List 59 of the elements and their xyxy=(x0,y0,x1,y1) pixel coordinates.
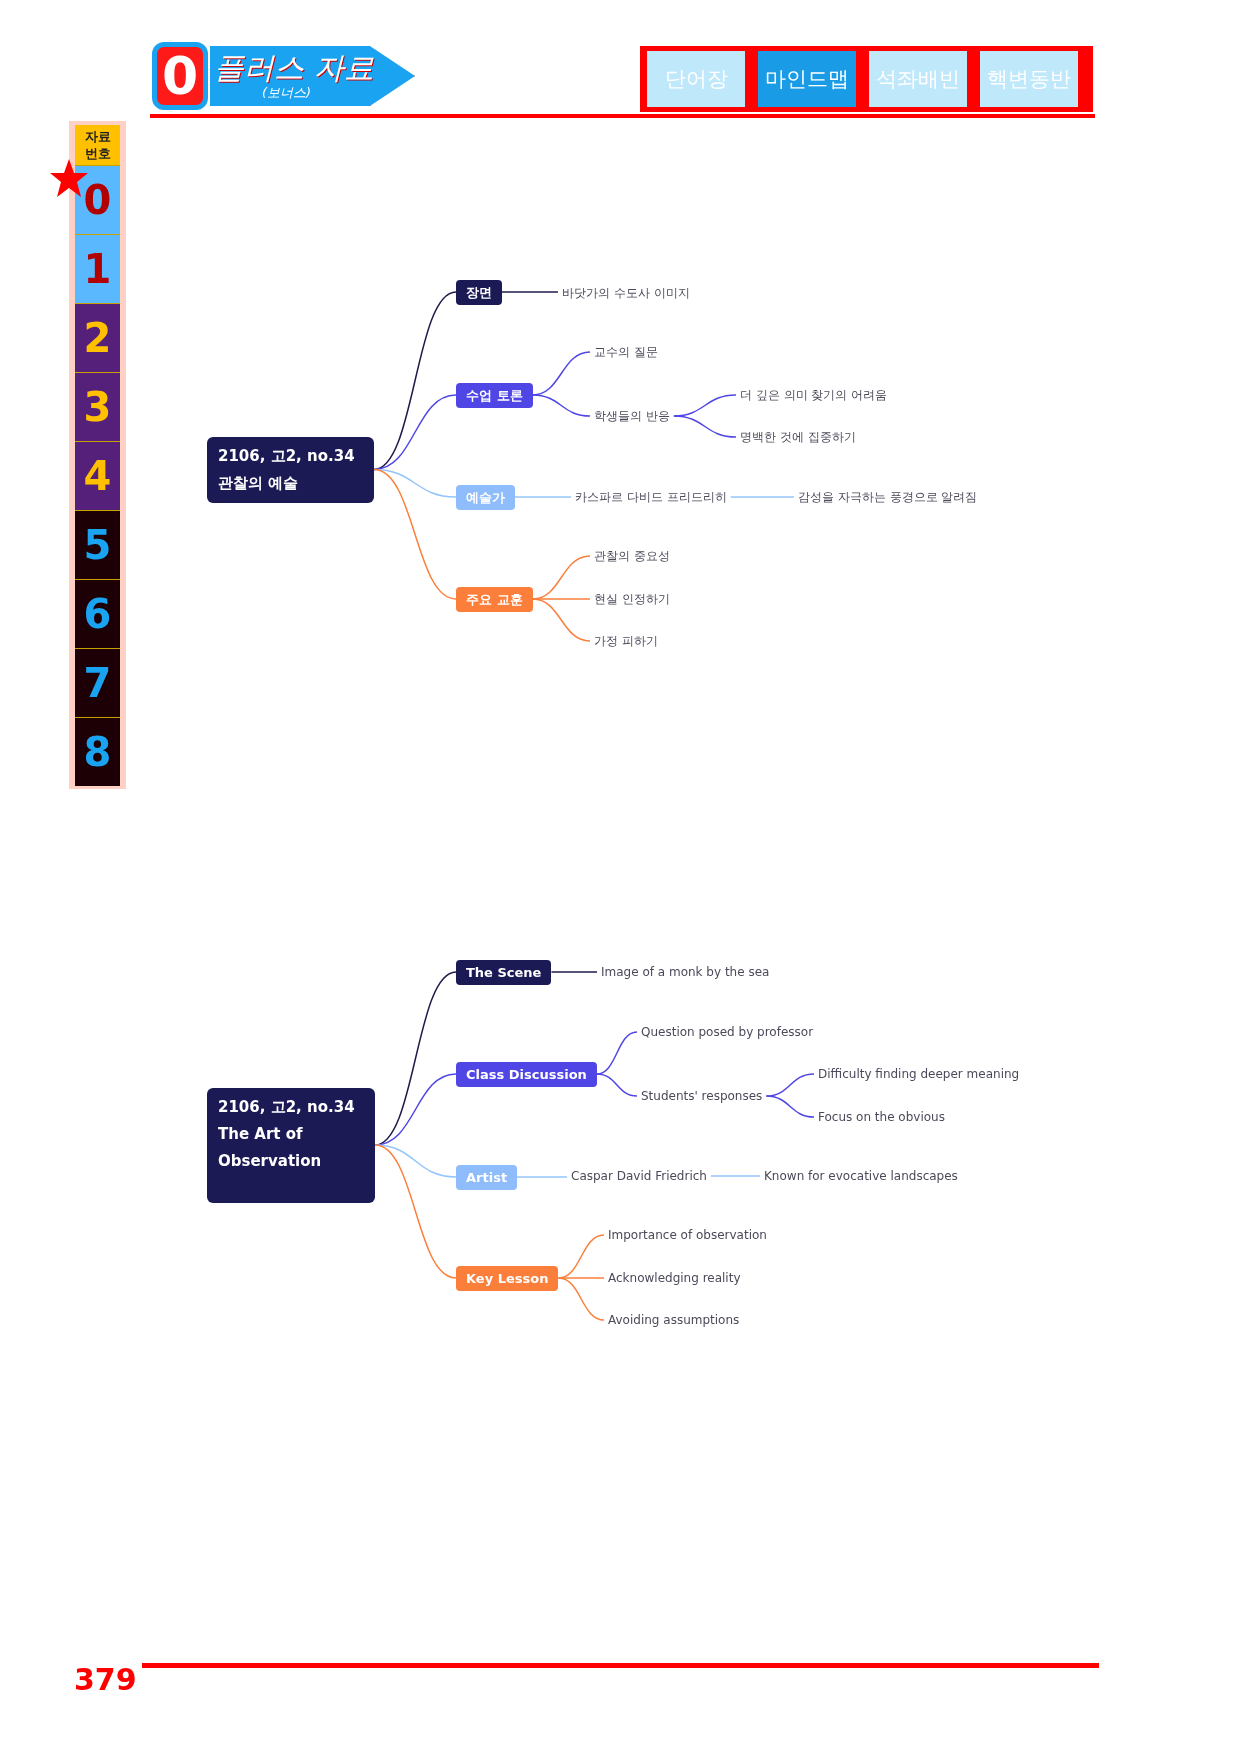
page-number: 379 xyxy=(74,1662,137,1697)
number-tab: 7 xyxy=(75,648,120,717)
subtopic-text: Known for evocative landscapes xyxy=(760,1166,962,1186)
subtopic-text: 명백한 것에 집중하기 xyxy=(736,427,860,447)
subtopic-text: Caspar David Friedrich xyxy=(567,1166,711,1186)
branch-line xyxy=(557,1277,605,1321)
subtopic-text: Difficulty finding deeper meaning xyxy=(814,1064,1024,1084)
subtopic-text: 현실 인정하기 xyxy=(590,589,674,609)
subtopic-text: 학생들의 반응 xyxy=(590,406,674,426)
topic-box: Artist xyxy=(456,1164,518,1190)
subtopic-text: Image of a monk by the sea xyxy=(597,962,774,982)
subtopic-text: 카스파르 다비드 프리드리히 xyxy=(571,487,731,507)
branch-line xyxy=(550,971,598,973)
branch-line xyxy=(531,394,591,417)
central-topic-box: 2106, 고2, no.34 관찰의 예술 xyxy=(207,436,374,503)
central-topic-box: 2106, 고2, no.34 The Art of Observation xyxy=(207,1087,375,1203)
number-tab: 3 xyxy=(75,372,120,441)
branch-line xyxy=(531,598,591,642)
subtopic-text: Acknowledging reality xyxy=(604,1268,745,1288)
sidebar-heading: 자료 번호 xyxy=(75,125,120,165)
branch-line xyxy=(710,1175,761,1177)
branch-line xyxy=(596,1073,638,1097)
subtopic-text: Students' responses xyxy=(637,1086,767,1106)
branch-line xyxy=(729,496,795,498)
banner-title: 플러스 자료 xyxy=(214,49,374,87)
number-tab: 5 xyxy=(75,510,120,579)
number-tab: 1 xyxy=(75,234,120,303)
branch-line xyxy=(673,415,737,438)
subtopic-text: 관찰의 중요성 xyxy=(590,546,674,566)
banner-subtitle: (보너스) xyxy=(262,84,312,102)
subtopic-text: 가정 피하기 xyxy=(590,631,662,651)
subtopic-text: Question posed by professor xyxy=(637,1022,818,1042)
branch-line xyxy=(373,468,457,600)
subtopic-text: 바닷가의 수도사 이미지 xyxy=(558,283,694,303)
topic-box: The Scene xyxy=(456,959,552,985)
subtopic-text: 교수의 질문 xyxy=(590,342,662,362)
number-tab: 6 xyxy=(75,579,120,648)
branch-line xyxy=(501,291,559,293)
number-tab: 4 xyxy=(75,441,120,510)
branch-line xyxy=(516,1176,568,1178)
subtopic-text: Importance of observation xyxy=(604,1225,771,1245)
branch-line xyxy=(374,1144,457,1279)
topic-box: 수업 토론 xyxy=(456,382,533,408)
number-tab: 0 xyxy=(75,165,120,234)
topic-box: 장면 xyxy=(456,279,502,305)
subtopic-text: 더 깊은 의미 찾기의 어려움 xyxy=(736,385,892,405)
number-tab: 8 xyxy=(75,717,120,786)
branch-line xyxy=(765,1095,815,1118)
branch-line xyxy=(373,394,457,471)
number-tab: 2 xyxy=(75,303,120,372)
topic-box: Class Discussion xyxy=(456,1061,597,1087)
number-badge: 0 xyxy=(152,42,208,110)
topic-box: 주요 교훈 xyxy=(456,586,533,612)
subtopic-text: 감성을 자극하는 풍경으로 알려짐 xyxy=(794,487,982,507)
topic-box: 예술가 xyxy=(456,484,515,510)
branch-line xyxy=(514,496,572,498)
topic-box: Key Lesson xyxy=(456,1265,559,1291)
subtopic-text: Focus on the obvious xyxy=(814,1107,949,1127)
subtopic-text: Avoiding assumptions xyxy=(604,1310,744,1330)
